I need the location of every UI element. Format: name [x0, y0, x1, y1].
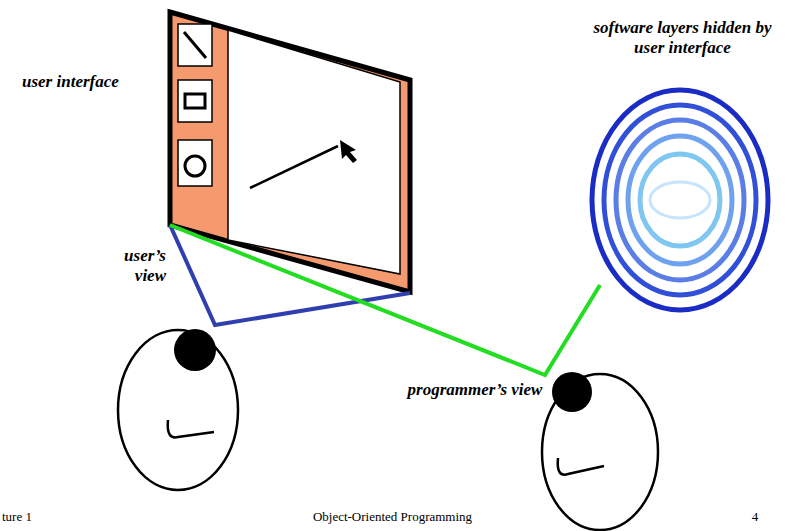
programmer-view-label: programmer’s view: [398, 380, 552, 400]
canvas-area: [228, 30, 400, 274]
mouse-cursor: [340, 140, 357, 163]
tool-button: [178, 80, 212, 122]
circle-icon: [185, 156, 205, 176]
tool-button: [178, 140, 212, 186]
user-face: [118, 329, 238, 490]
tool-button: [178, 24, 212, 66]
drawn-line: [250, 146, 338, 188]
layers-label: software layers hidden by user interface: [585, 18, 780, 57]
rectangle-icon: [185, 94, 205, 108]
software-layers: [592, 90, 768, 310]
user-view-label: user’s view: [100, 246, 168, 285]
programmer-view-line: [170, 225, 600, 375]
footer-lecture: ture 1: [2, 510, 62, 525]
programmer-face: [542, 372, 658, 530]
ui-label: user interface: [22, 72, 162, 92]
page-number: 4: [740, 510, 770, 525]
ui-window: [170, 12, 410, 292]
footer-course: Object-Oriented Programming: [290, 510, 495, 525]
line-icon: [184, 32, 206, 58]
